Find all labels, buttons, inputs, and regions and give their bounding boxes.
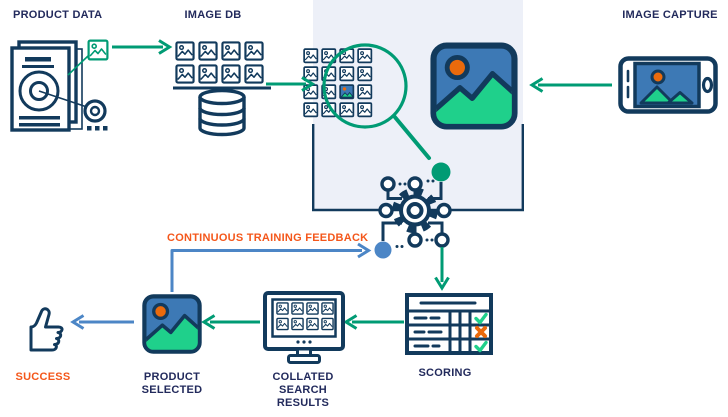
arrow-scoring-to-collated: [343, 314, 404, 330]
flow-arrows-green: [112, 39, 612, 330]
check-icon: [474, 312, 488, 325]
product-data-icon: [10, 39, 109, 132]
check-icon: [474, 340, 488, 353]
feedback-arrow: [170, 242, 372, 292]
image-thumbnail-icon: [87, 39, 109, 61]
feedback-label: CONTINUOUS TRAINING FEEDBACK: [167, 232, 369, 244]
arrow-image-capture-to-panel: [529, 77, 612, 93]
monitor-icon: [263, 291, 345, 364]
image-capture-label: IMAGE CAPTURE: [622, 9, 718, 21]
image-db-icon: [173, 41, 271, 137]
cross-icon: [475, 326, 487, 338]
match-node: [431, 162, 451, 182]
neural-network-icon: [374, 162, 452, 259]
flow-arrows-blue: [70, 242, 372, 330]
product-selected-image-icon: [142, 296, 202, 354]
arrow-product-data-to-image-db: [112, 39, 173, 55]
scoring-table-icon: [405, 293, 493, 355]
magnifier-icon: [322, 43, 431, 160]
matched-image-icon: [430, 46, 518, 130]
product-selected-label: PRODUCT SELECTED: [141, 371, 203, 396]
smartphone-icon: [618, 56, 718, 114]
product-data-label: PRODUCT DATA: [13, 9, 103, 21]
matched-thumbnail-icon: [339, 84, 355, 100]
arrow-image-db-to-match-grid: [266, 76, 316, 92]
scoring-label: SCORING: [418, 367, 472, 379]
arrow-product-selected-to-success: [70, 314, 134, 330]
match-grid: [303, 48, 373, 118]
thumbs-up-icon: [29, 307, 64, 352]
collated-search-results-label: COLLATED SEARCH RESULTS: [272, 371, 334, 409]
database-icon: [198, 88, 246, 137]
arrow-network-to-scoring: [434, 247, 450, 291]
arrow-collated-to-product-selected: [201, 314, 260, 330]
success-label: SUCCESS: [15, 371, 71, 383]
image-db-label: IMAGE DB: [184, 9, 242, 21]
feedback-node: [374, 241, 392, 259]
